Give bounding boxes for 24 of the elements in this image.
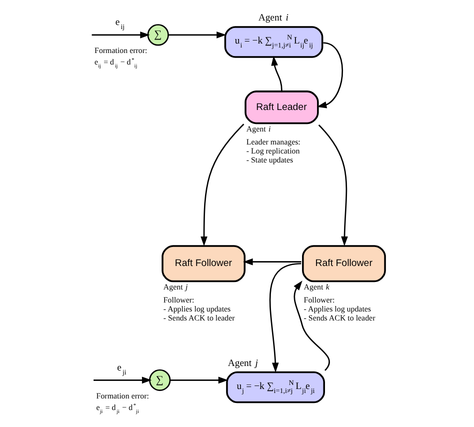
node-label: Agent j: [163, 282, 188, 292]
edge-label: e$_{ji}$: [117, 362, 126, 376]
node-label: Follower: - Applies log updates - Sends ACK to leader: [304, 296, 376, 322]
node-label: Agent i: [258, 12, 288, 24]
edge-label: e$_{ij}$: [115, 17, 125, 32]
arrow: [200, 124, 244, 246]
arrow: [243, 258, 302, 266]
node-label: Formation error:: [96, 391, 149, 400]
node-label: Follower: - Applies log updates - Sends ACK to leader: [163, 296, 235, 322]
node-label: Leader manages: - Log replication - State updates: [246, 138, 300, 164]
node-circle: ∑: [147, 24, 169, 46]
arrow: [318, 124, 348, 246]
node-label: Agent k: [304, 282, 330, 292]
node-label: Agent i: [246, 124, 271, 134]
arrow: [269, 262, 302, 372]
node-label: Agent j: [228, 358, 258, 369]
arrow: [170, 376, 228, 384]
arrow: [94, 376, 152, 384]
arrow: [92, 32, 150, 38]
arrow: [316, 42, 344, 108]
arrow: [168, 32, 226, 38]
node-label: Formation error:: [94, 46, 148, 56]
node-circle: ∑: [149, 369, 171, 391]
arrow: [271, 56, 282, 91]
